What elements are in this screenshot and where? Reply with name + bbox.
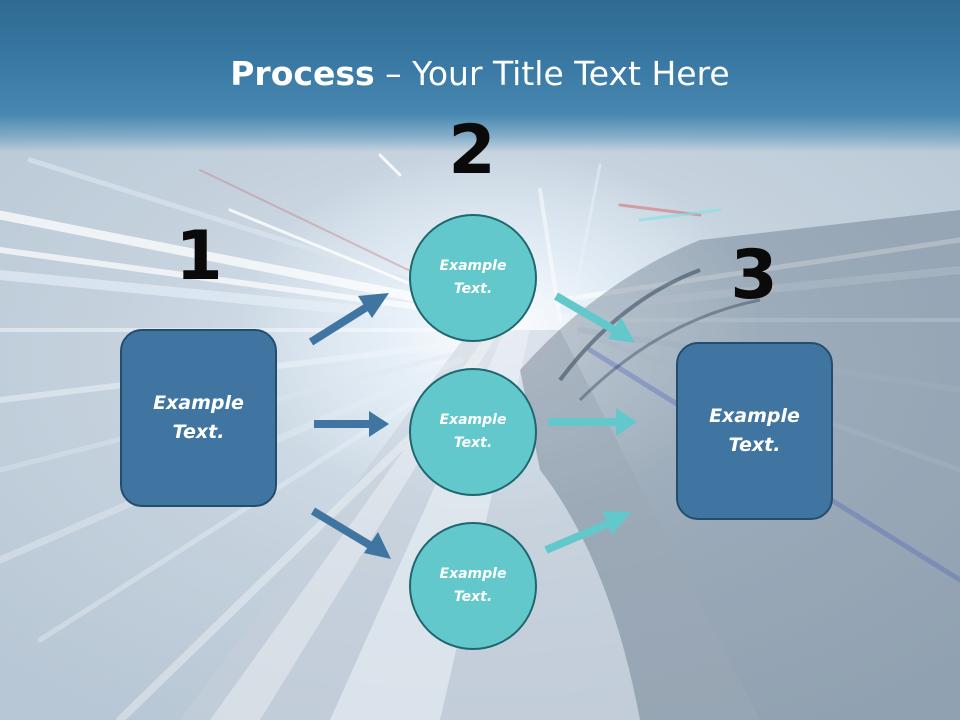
title-bar bbox=[0, 0, 960, 152]
arrow-top-circle-to-box bbox=[553, 292, 635, 343]
arrow-box-to-top-circle bbox=[308, 293, 389, 346]
arrow-box-to-middle-circle bbox=[314, 411, 389, 437]
arrow-middle-circle-to-box bbox=[548, 408, 637, 436]
start-box[interactable]: Example Text. bbox=[120, 329, 277, 507]
circle-top-text: Example Text. bbox=[439, 258, 507, 297]
arrow-bottom-circle-to-box bbox=[544, 511, 631, 554]
title-bold-text: Process bbox=[230, 54, 375, 93]
step-number-1: 1 bbox=[175, 217, 223, 296]
step-number-2: 2 bbox=[448, 111, 496, 190]
end-box-text: Example Text. bbox=[709, 405, 800, 456]
circle-middle[interactable]: Example Text. bbox=[409, 368, 537, 496]
circle-middle-text: Example Text. bbox=[439, 412, 507, 451]
start-box-text: Example Text. bbox=[153, 392, 244, 443]
circle-top[interactable]: Example Text. bbox=[409, 214, 537, 342]
title-rest-text: – Your Title Text Here bbox=[374, 54, 730, 93]
slide-title: Process – Your Title Text Here bbox=[0, 52, 960, 96]
step-number-3: 3 bbox=[730, 236, 778, 315]
circle-bottom-text: Example Text. bbox=[439, 566, 507, 605]
circle-bottom[interactable]: Example Text. bbox=[409, 522, 537, 650]
end-box[interactable]: Example Text. bbox=[676, 342, 833, 520]
arrow-box-to-bottom-circle bbox=[310, 507, 391, 559]
